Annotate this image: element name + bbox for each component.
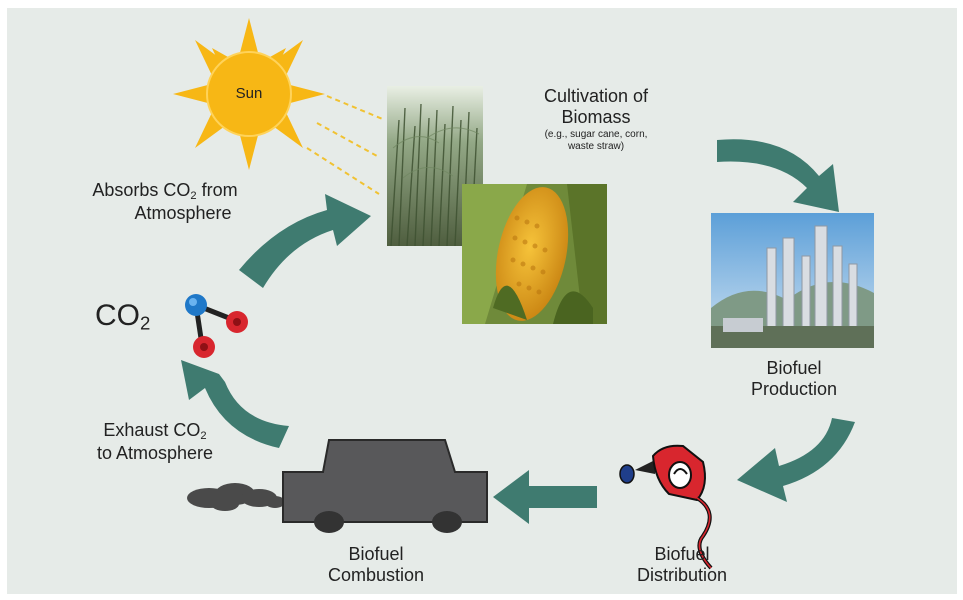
arrow-combustion-to-co2 — [181, 360, 289, 448]
co2-molecule-icon — [185, 294, 248, 358]
sun-icon — [173, 18, 325, 170]
arrow-distribution-to-combustion — [493, 470, 597, 524]
cultivation-label: Cultivation of Biomass (e.g., sugar cane… — [517, 86, 675, 153]
biofuel-distribution-label: Biofuel Distribution — [636, 544, 728, 586]
refinery-photo — [711, 213, 874, 348]
absorbs-co2-label: Absorbs CO2 from Atmosphere — [92, 180, 238, 223]
biofuel-combustion-label: Biofuel Combustion — [327, 544, 425, 586]
cultivation-examples-line2: waste straw) — [567, 141, 625, 153]
biofuel-production-label: Biofuel Production — [750, 358, 838, 400]
arrow-cultivation-to-production — [717, 139, 839, 212]
sun-label: Sun — [235, 85, 263, 102]
car-icon — [282, 439, 488, 533]
diagram-graphics — [173, 18, 874, 570]
arrow-co2-to-cultivation — [239, 194, 371, 288]
cultivation-title-line1: Cultivation of — [543, 86, 649, 106]
cultivation-title-line2: Biomass — [561, 107, 631, 128]
sugarcane-photo — [387, 86, 483, 247]
fuel-nozzle-icon — [619, 444, 713, 570]
exhaust-smoke-icon — [187, 483, 285, 511]
corn-photo — [462, 184, 607, 324]
biofuel-cycle-diagram: Sun Cultivation of Biomass (e.g., sugar … — [7, 8, 957, 594]
exhaust-co2-label: Exhaust CO2 to Atmosphere — [96, 420, 214, 463]
cultivation-examples-line1: (e.g., sugar cane, corn, — [544, 129, 648, 141]
arrow-production-to-distribution — [737, 418, 855, 502]
sunlight-rays — [306, 95, 386, 195]
co2-label: CO2 — [95, 299, 151, 334]
cycle-arrows — [181, 139, 855, 524]
